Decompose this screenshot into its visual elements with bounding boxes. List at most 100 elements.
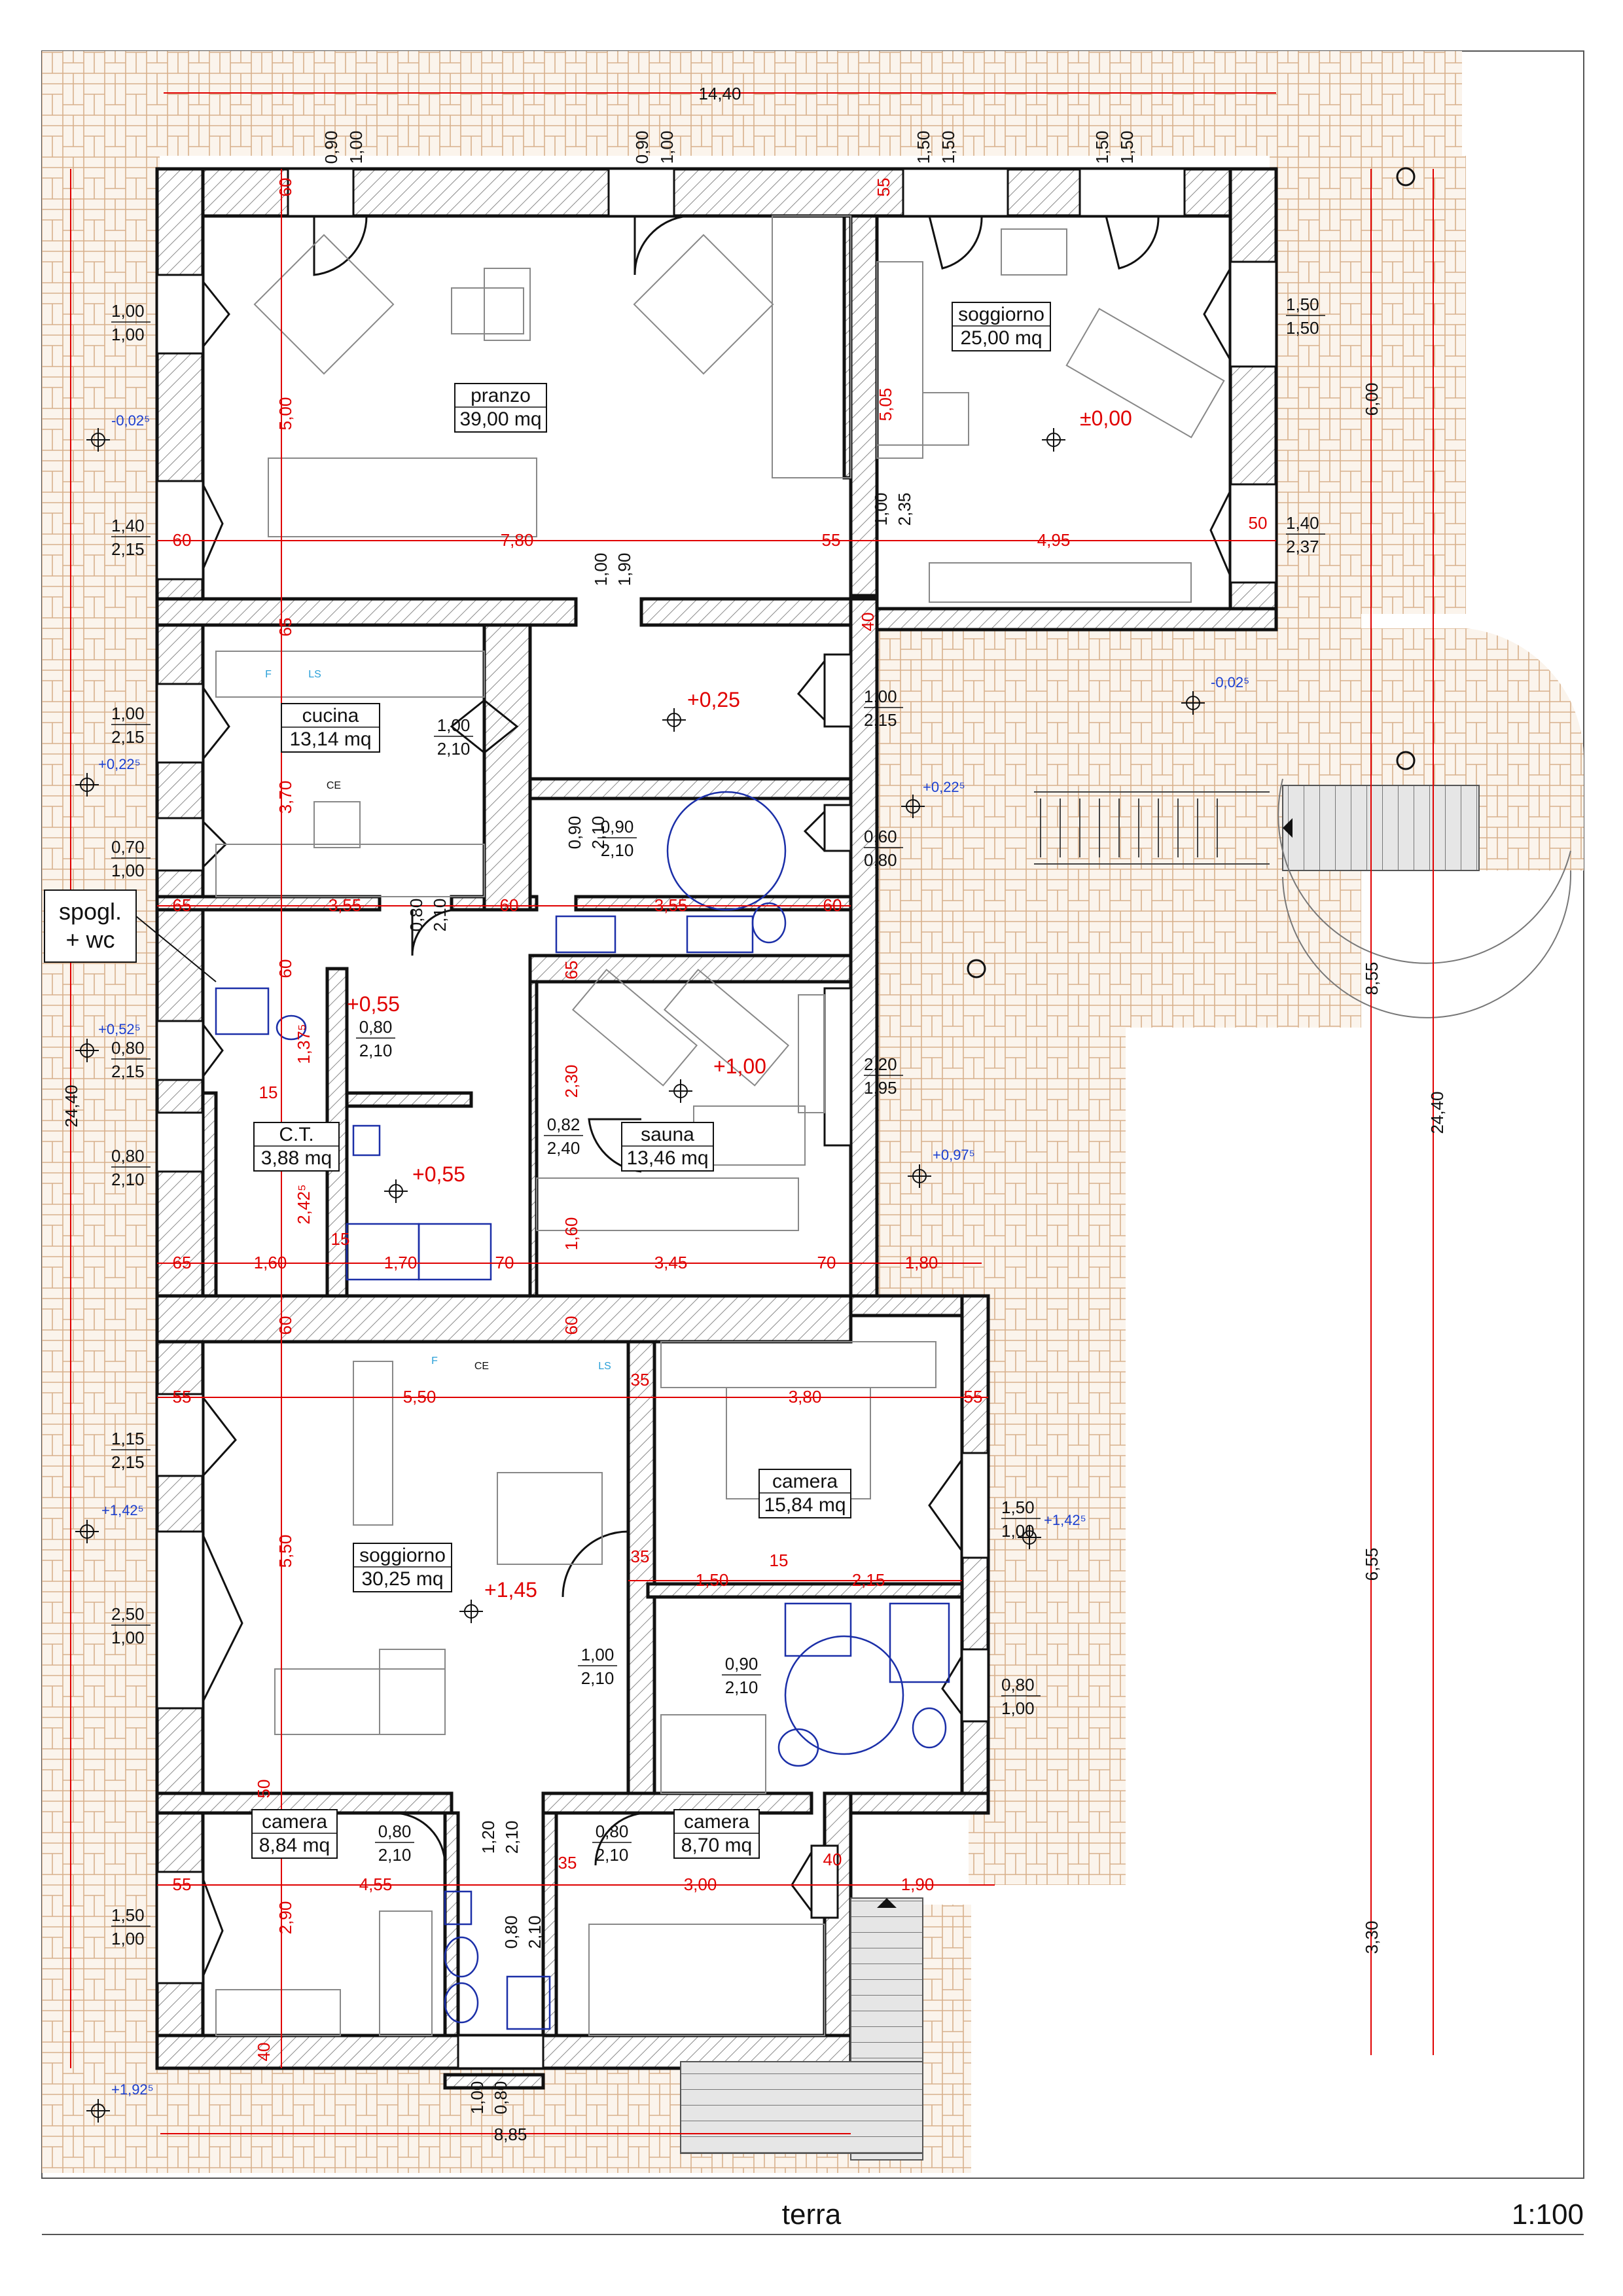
fridge-label: F [265, 669, 272, 680]
dimension-label: 1,37⁵ [294, 1024, 313, 1064]
dimension-label: 60 [562, 1316, 581, 1335]
level-markers [75, 167, 1416, 2123]
dimension-label: 7,80 [501, 530, 534, 550]
room-label-spogl: spogl.+ wc [44, 889, 217, 982]
dimension-label: 5,00 [276, 397, 295, 431]
opening-height: 1,00 [657, 131, 677, 164]
dimension-label: 1,50 [696, 1570, 729, 1590]
dimension-label: 70 [495, 1253, 514, 1272]
opening-height: 1,00 [346, 131, 366, 164]
dimension-label: 3,70 [276, 781, 295, 814]
dimension-label: 15 [259, 1083, 278, 1102]
overall-dimension: 6,00 [1362, 383, 1382, 416]
level-label-blue: +0,22⁵ [923, 779, 965, 795]
opening-width: 0,80 [378, 1821, 412, 1841]
opening-height: 2,10 [359, 1041, 393, 1060]
level-label: +0,55 [412, 1162, 465, 1186]
opening-height: 1,00 [111, 1628, 145, 1647]
dimension-label: 55 [874, 178, 893, 197]
furniture [215, 215, 1225, 2036]
dimension-label: 4,55 [359, 1874, 393, 1894]
room-area: 39,00 mq [459, 408, 541, 430]
opening-width: 2,20 [864, 1054, 897, 1074]
opening-height: 1,50 [938, 131, 958, 164]
room-area: 8,84 mq [259, 1835, 330, 1856]
opening-width: 0,90 [632, 131, 652, 164]
overall-dimension: 3,30 [1362, 1921, 1382, 1954]
dimension-label: 65 [562, 961, 581, 980]
opening-width: 0,90 [565, 816, 584, 850]
opening-width: 0,80 [596, 1821, 629, 1841]
dimension-label: 60 [173, 530, 192, 550]
drawing-title: terra [782, 2198, 842, 2231]
level-label-blue: +0,22⁵ [98, 756, 141, 772]
opening-width: 0,90 [601, 817, 634, 836]
opening-width: 1,50 [1001, 1498, 1035, 1517]
opening-width: 1,00 [871, 493, 891, 526]
room-name: spogl. [59, 898, 122, 925]
room-name: + wc [65, 926, 115, 953]
dimension-label: 2,30 [562, 1065, 581, 1098]
opening-height: 2,15 [864, 710, 897, 730]
opening-height: 0,80 [491, 2081, 510, 2115]
windows [156, 168, 1277, 2070]
dimension-label: 65 [173, 895, 192, 915]
level-label: ±0,00 [1080, 406, 1132, 430]
dimension-label: 50 [254, 1780, 274, 1799]
dimension-label: 35 [631, 1547, 650, 1566]
room-area: 3,88 mq [261, 1147, 332, 1169]
dimension-label: 50 [1249, 513, 1268, 533]
dimension-label: 65 [173, 1253, 192, 1272]
cooker-label: CE [474, 1361, 489, 1372]
dimension-label: 5,50 [276, 1535, 295, 1568]
opening-height: 2,10 [378, 1845, 412, 1865]
opening-height: 1,00 [111, 1929, 145, 1948]
dimension-label: 70 [817, 1253, 836, 1272]
opening-width: 1,00 [581, 1645, 615, 1664]
opening-width: 0,82 [547, 1115, 580, 1134]
sanitary-fixtures [215, 791, 950, 2030]
opening-width: 1,50 [111, 1905, 145, 1925]
level-label: +0,55 [347, 992, 400, 1016]
opening-height: 2,15 [111, 1062, 145, 1081]
cooker-label: CE [327, 780, 341, 791]
dimension-label: 2,90 [276, 1901, 295, 1935]
dimension-label: 60 [276, 1316, 295, 1335]
overall-dimension: 8,55 [1362, 962, 1382, 996]
opening-width: 0,80 [406, 899, 426, 932]
dimension-label: 40 [858, 613, 878, 632]
opening-height: 1,00 [1001, 1521, 1035, 1541]
opening-width: 1,00 [111, 301, 145, 321]
opening-width: 0,60 [864, 827, 897, 846]
dimension-label: 55 [173, 1874, 192, 1894]
dimension-label: 2,42⁵ [294, 1184, 313, 1224]
dimension-label: 60 [276, 960, 295, 978]
opening-height: 1,50 [1286, 318, 1319, 338]
dimension-label: 5,50 [403, 1387, 437, 1407]
room-name: soggiorno [958, 304, 1044, 325]
dimension-label: 3,00 [684, 1874, 717, 1894]
dimension-label: 65 [276, 618, 295, 637]
washer-label: LS [308, 669, 321, 680]
opening-height: 1,00 [111, 861, 145, 880]
opening-width: 1,40 [1286, 513, 1319, 533]
opening-height: 2,40 [547, 1138, 580, 1158]
dimension-label: 55 [964, 1387, 983, 1407]
room-area: 13,46 mq [626, 1147, 708, 1169]
opening-height: 2,10 [430, 899, 450, 932]
opening-width: 0,90 [725, 1654, 758, 1674]
opening-height: 2,15 [111, 727, 145, 747]
dimension-label: 60 [823, 895, 842, 915]
dimension-label: 1,80 [905, 1253, 938, 1272]
room-name: pranzo [471, 385, 531, 406]
opening-height: 1,95 [864, 1078, 897, 1098]
level-label-blue: +0,97⁵ [933, 1147, 975, 1163]
level-label-blue: +1,42⁵ [1044, 1512, 1086, 1528]
level-label-blue: -0,02⁵ [1211, 674, 1249, 691]
room-name: C.T. [279, 1124, 313, 1145]
